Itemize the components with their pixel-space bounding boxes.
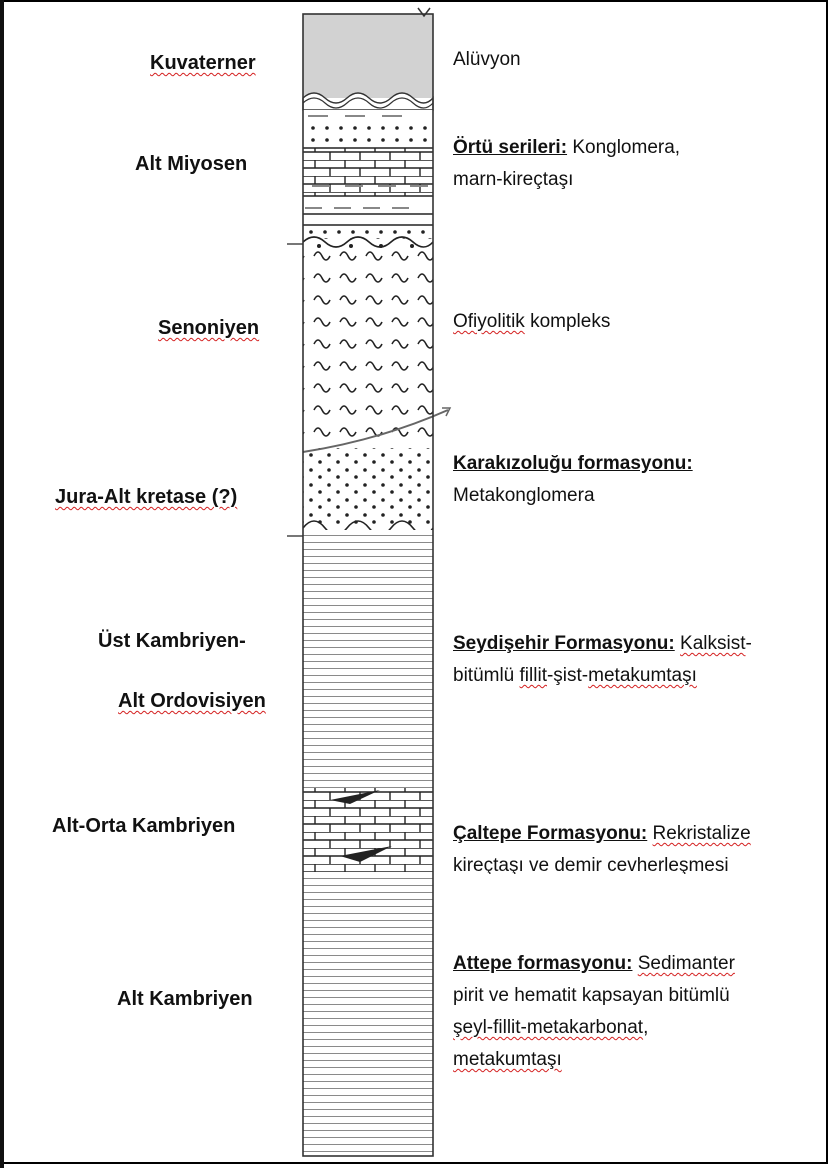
unit-karakizolugu: Karakızoluğu formasyonu: Metakonglomera <box>453 448 693 512</box>
caltepe-heading: Çaltepe Formasyonu: <box>453 823 647 844</box>
age-ust-kambriyen: Üst Kambriyen- <box>98 630 246 653</box>
metaconglomerate-layer <box>303 448 433 528</box>
attepe-heading: Attepe formasyonu: <box>453 953 632 974</box>
unit-ortu-serileri: Örtü serileri: Konglomera, marn-kireçtaş… <box>453 132 680 196</box>
age-jura-alt-kretase: Jura-Alt kretase (?) <box>55 486 237 509</box>
karakizolugu-heading: Karakızoluğu formasyonu: <box>453 453 693 474</box>
age-alt-ordovisiyen: Alt Ordovisiyen <box>118 690 266 713</box>
seydisehir-heading: Seydişehir Formasyonu: <box>453 633 675 654</box>
unit-caltepe: Çaltepe Formasyonu: Rekristalize kireçta… <box>453 818 751 874</box>
unit-attepe: Attepe formasyonu: Sedimanter pirit ve h… <box>453 948 735 1076</box>
age-senoniyen: Senoniyen <box>158 317 259 340</box>
alluvium-layer <box>303 14 433 98</box>
ophiolite-layer <box>303 238 433 450</box>
age-kuvaterner: Kuvaterner <box>150 52 256 75</box>
age-alt-miyosen: Alt Miyosen <box>135 153 247 176</box>
age-alt-orta-kambriyen: Alt-Orta Kambriyen <box>52 815 235 838</box>
lower-shale-layer <box>303 872 433 1156</box>
cover-series-layer <box>303 110 433 235</box>
limestone-layer <box>303 788 433 872</box>
unit-aluvyon: Alüvyon <box>453 44 521 76</box>
unit-ofiyolitik-kompleks: Ofiyolitik kompleks <box>453 306 610 338</box>
age-alt-kambriyen: Alt Kambriyen <box>117 988 253 1011</box>
unit-seydisehir: Seydişehir Formasyonu: Kalksist- bitümlü… <box>453 628 752 692</box>
ortu-serileri-heading: Örtü serileri: <box>453 137 567 158</box>
schist-layer <box>303 530 433 788</box>
